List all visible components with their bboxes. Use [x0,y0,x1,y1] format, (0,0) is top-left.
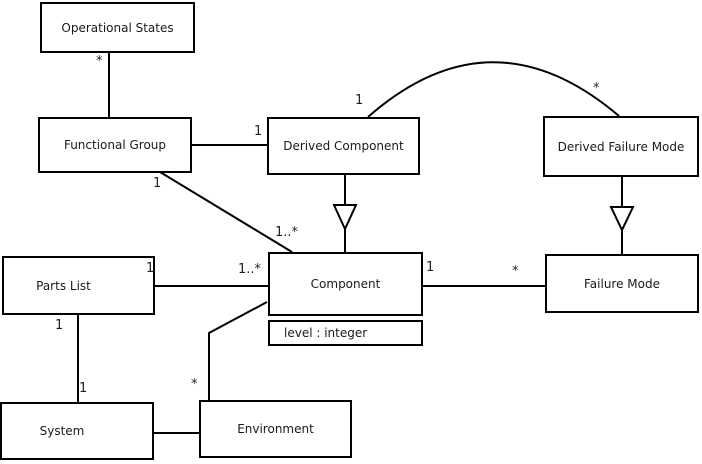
class-name: System [39,424,85,438]
multiplicity-label-environment: * [191,377,198,392]
edge-functional-group-component [159,171,293,253]
multiplicity-label-component-parts-list: 1..* [238,262,262,277]
edge-component-environment [208,301,268,400]
edge-derived-component-derived-failure-mode-arc [367,61,620,118]
class-name: Operational States [61,20,174,35]
class-name: Derived Failure Mode [557,139,685,154]
multiplicity-label-failure-mode: * [512,264,519,279]
multiplicity-label-parts-list-system: 1 [55,318,64,333]
class-derived-failure-mode: Derived Failure Mode [543,116,699,177]
class-component-name-compartment: Component [268,252,423,316]
class-name: Failure Mode [584,276,660,291]
class-failure-mode: Failure Mode [545,254,699,313]
class-parts-list: Parts List [2,256,155,315]
multiplicity-label-component-fg: 1..* [275,225,299,240]
multiplicity-label-parts-list-component: 1 [146,261,155,276]
class-functional-group: Functional Group [38,117,192,173]
multiplicity-label-system: 1 [79,381,88,396]
multiplicity-label-derived-component-arc: 1 [355,93,364,108]
generalization-arrowhead-icon [609,206,635,233]
generalization-arrowhead-icon [332,204,358,232]
class-name: Component [310,277,381,291]
class-system: System [0,402,154,460]
multiplicity-label-component-failure-mode: 1 [426,260,435,275]
class-name: Functional Group [63,138,167,152]
class-derived-component: Derived Component [267,117,420,175]
multiplicity-label-functional-group: 1 [153,176,162,191]
class-environment: Environment [199,400,352,458]
multiplicity-label-derived-component-fg: 1 [254,124,263,139]
multiplicity-label-derived-failure-mode-arc: * [593,81,600,96]
class-name: Parts List [36,278,91,293]
class-component-attributes-compartment: level : integer [268,320,423,346]
class-operational-states: Operational States [40,2,195,53]
class-name: Environment [237,422,314,436]
class-name: Derived Component [283,139,404,153]
class-attribute: level : integer [284,326,368,340]
multiplicity-label-operational-states: * [96,54,103,69]
